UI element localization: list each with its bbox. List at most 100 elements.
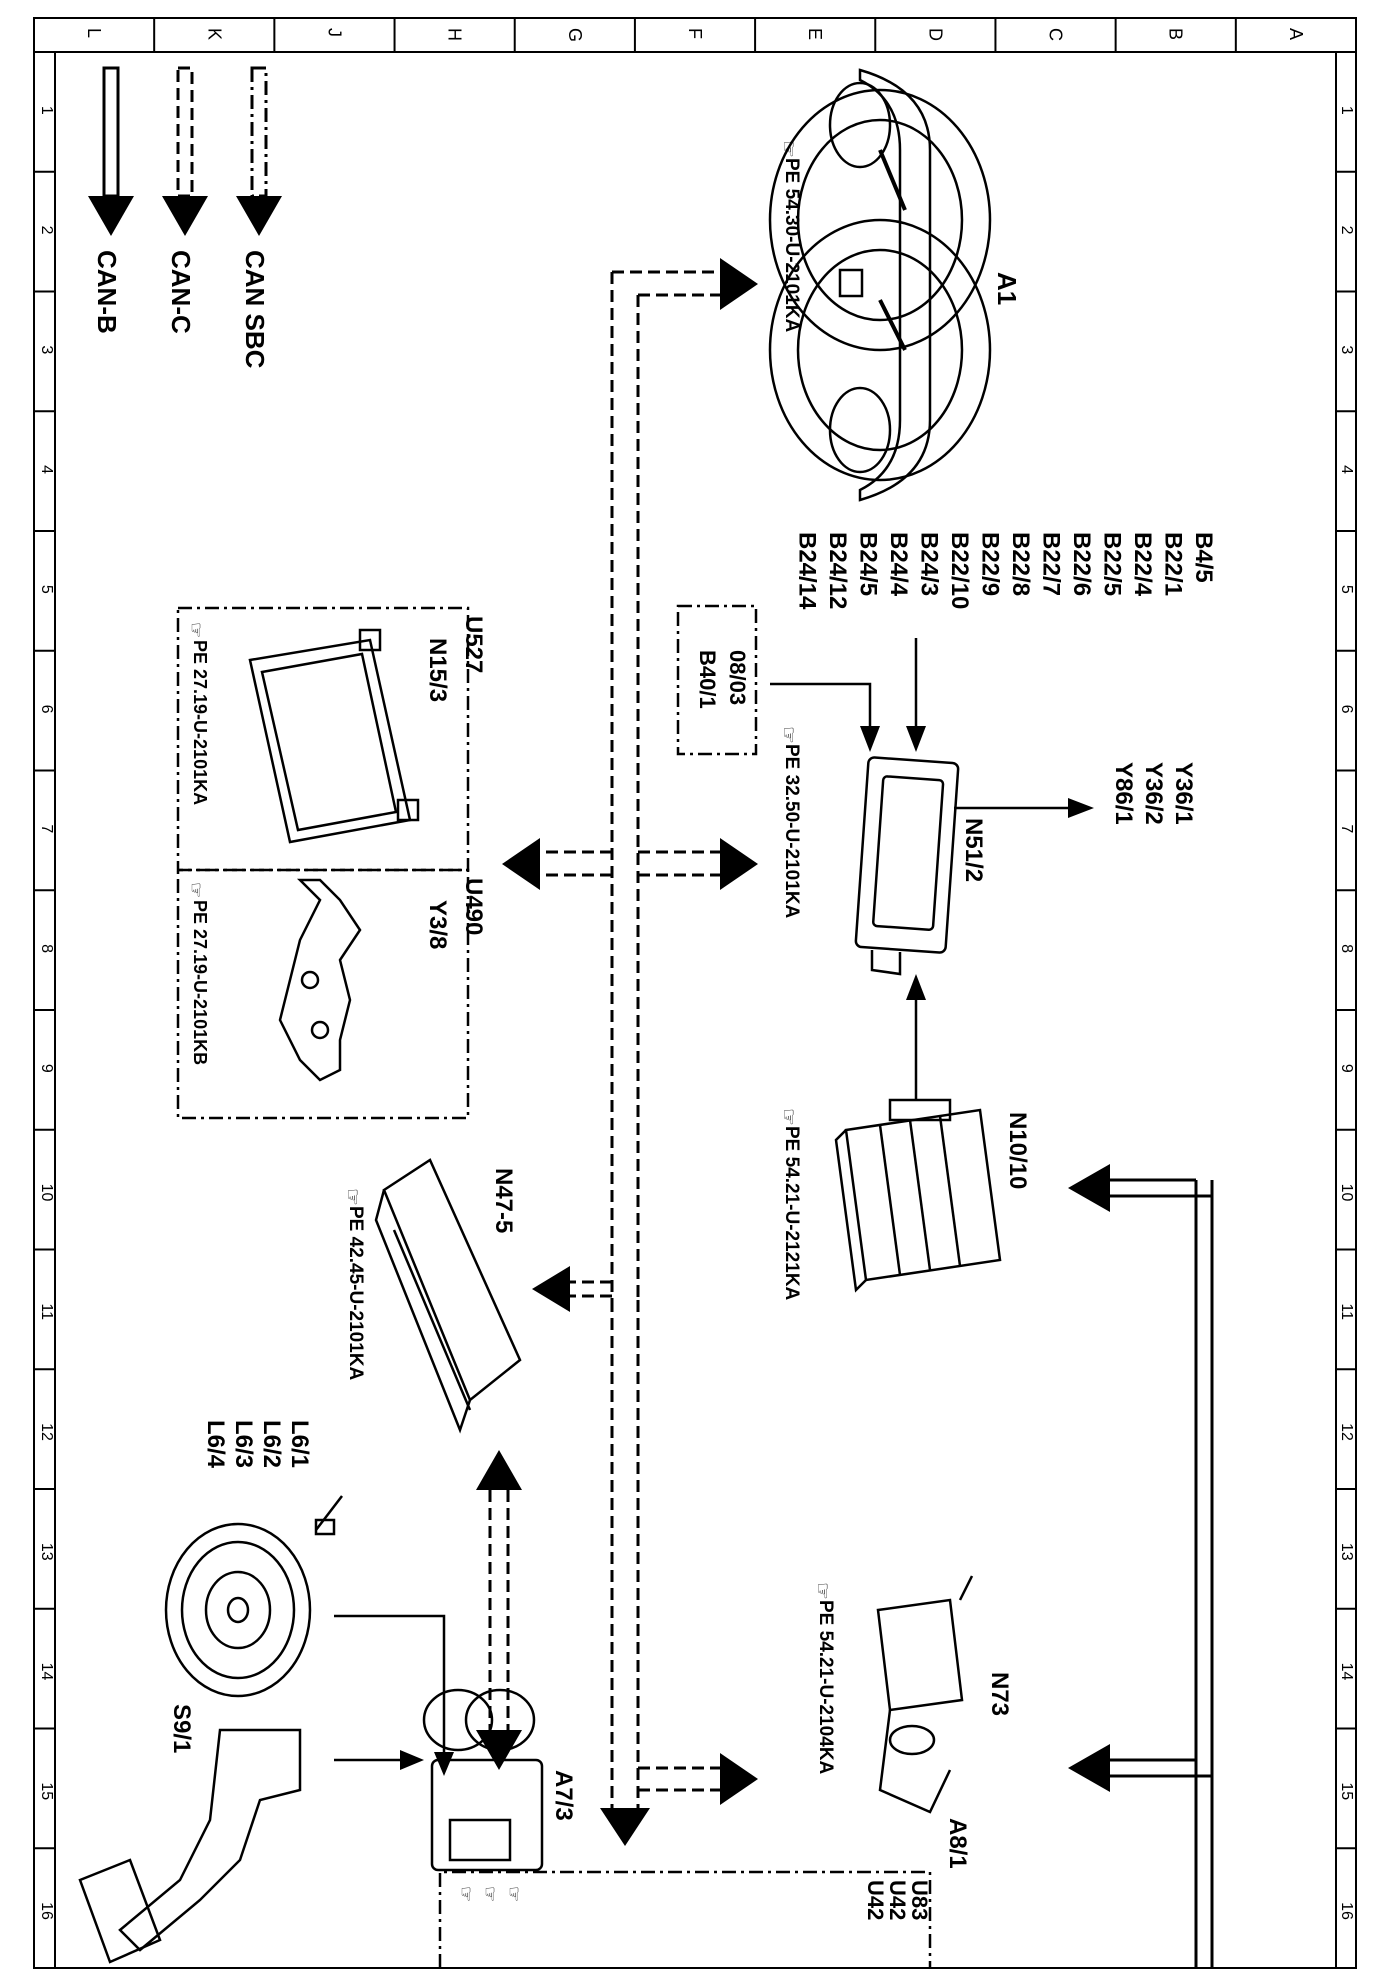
sensor-label: B22/1 bbox=[1160, 532, 1187, 596]
grid-letter-l: L bbox=[84, 28, 104, 38]
instrument-cluster-illustration bbox=[768, 68, 992, 502]
n51-signals bbox=[770, 638, 1068, 1100]
can-b-arrows bbox=[1068, 1164, 1110, 1792]
u527-code: U527 bbox=[460, 616, 487, 673]
grid-letter-j: J bbox=[324, 28, 344, 37]
n47-5-ref: PE 42.45-U-2101KA bbox=[345, 1206, 366, 1381]
y3-8-illustration bbox=[278, 878, 362, 1082]
grid-number-left-6: 6 bbox=[38, 705, 55, 714]
n47-5-ref-hand-icon: ☞ bbox=[341, 1188, 363, 1206]
grid-letter-h: H bbox=[445, 28, 465, 41]
u527-ref: PE 27.19-U-2101KA bbox=[190, 640, 210, 805]
sensor-label: B22/4 bbox=[1129, 532, 1156, 597]
grid-letter-e: E bbox=[805, 28, 825, 40]
a1-ref: PE 54.30-U-2101KA bbox=[781, 158, 802, 333]
sensor-label: B22/8 bbox=[1007, 532, 1034, 596]
sensor-label: B24/5 bbox=[855, 532, 882, 596]
wheel-sensor-illustration bbox=[164, 1495, 343, 1698]
wheel-sensor-list: L6/1L6/2L6/3L6/4 bbox=[202, 1420, 313, 1469]
grid-letter-a: A bbox=[1286, 28, 1306, 40]
grid-number-right-10: 10 bbox=[1338, 1184, 1355, 1202]
b40-1-date: 08/03 bbox=[725, 650, 750, 705]
bottom-hand-icon-3: ☞ bbox=[504, 1886, 524, 1902]
sensor-label: B22/5 bbox=[1099, 532, 1126, 596]
grid-number-right-7: 7 bbox=[1338, 824, 1355, 833]
n73-ref-hand-icon: ☞ bbox=[811, 1582, 833, 1600]
grid-letter-c: C bbox=[1046, 28, 1066, 41]
legend: CAN-B CAN-C CAN SBC bbox=[88, 66, 282, 369]
legend-label-can-c: CAN-C bbox=[166, 250, 196, 334]
a7-input-arrows bbox=[400, 1750, 454, 1776]
sensor-list: B4/5B22/1B22/4B22/5B22/6B22/7B22/8B22/9B… bbox=[794, 532, 1218, 610]
legend-can-c: CAN-C bbox=[162, 66, 208, 334]
wheel-sensor-label: L6/1 bbox=[286, 1420, 313, 1468]
grid-number-left-11: 11 bbox=[38, 1303, 55, 1320]
a7-3-label: A7/3 bbox=[550, 1770, 577, 1821]
sensor-label: B24/14 bbox=[794, 532, 821, 610]
grid-number-right-12: 12 bbox=[1338, 1423, 1355, 1441]
n10-10-illustration bbox=[834, 1098, 1002, 1293]
a1-ref-hand-icon: ☞ bbox=[777, 140, 799, 158]
n51-2-label: N51/2 bbox=[960, 818, 987, 882]
sensor-label: B22/6 bbox=[1068, 532, 1095, 596]
u527-ref-hand-icon: ☞ bbox=[186, 622, 206, 638]
grid-number-right-6: 6 bbox=[1338, 705, 1355, 714]
n15-3-label: N15/3 bbox=[424, 638, 451, 702]
u490-code: U490 bbox=[460, 878, 487, 935]
legend-label-can-sbc: CAN SBC bbox=[240, 250, 270, 369]
bottom-hand-icon-2: ☞ bbox=[480, 1886, 500, 1902]
n47-a7-link bbox=[476, 1450, 522, 1770]
bottom-box-code-3: U42 bbox=[863, 1880, 888, 1920]
n47-5-label: N47-5 bbox=[490, 1168, 517, 1233]
n73-ref: PE 54.21-U-2104KA bbox=[815, 1600, 836, 1775]
grid-number-left-10: 10 bbox=[38, 1184, 55, 1202]
wheel-sensor-label: L6/4 bbox=[202, 1420, 229, 1469]
grid-number-left-7: 7 bbox=[38, 824, 55, 833]
grid-number-right-5: 5 bbox=[1338, 585, 1355, 594]
diagram-frame bbox=[33, 17, 1357, 1969]
n15-3-illustration bbox=[248, 628, 420, 844]
sensor-label: B4/5 bbox=[1190, 532, 1217, 583]
grid-letter-b: B bbox=[1166, 28, 1186, 40]
grid-number-right-14: 14 bbox=[1338, 1663, 1355, 1681]
n51-2-ref-hand-icon: ☞ bbox=[777, 726, 799, 744]
grid-number-right-1: 1 bbox=[1338, 106, 1355, 115]
n51-2-illustration bbox=[854, 756, 960, 976]
a8-1-label: A8/1 bbox=[944, 1818, 971, 1869]
a7-3-illustration bbox=[422, 1688, 544, 1872]
grid-number-right-4: 4 bbox=[1338, 465, 1355, 474]
grid-number-left-12: 12 bbox=[38, 1423, 55, 1441]
n10-10-label: N10/10 bbox=[1004, 1112, 1031, 1189]
legend-can-sbc: CAN SBC bbox=[236, 66, 282, 369]
a1-label: A1 bbox=[992, 272, 1022, 305]
legend-label-can-b: CAN-B bbox=[92, 250, 122, 334]
n51-2-ref: PE 32.50-U-2101KA bbox=[781, 744, 802, 919]
grid-number-left-1: 1 bbox=[38, 106, 55, 115]
b40-1-label: B40/1 bbox=[695, 650, 720, 709]
u527-u490-box bbox=[176, 606, 470, 1120]
wheel-sensor-label: L6/2 bbox=[258, 1420, 285, 1468]
output-label: Y86/1 bbox=[1110, 762, 1137, 825]
grid-letter-k: K bbox=[204, 28, 224, 40]
sensor-label: B24/12 bbox=[824, 532, 851, 609]
grid-number-left-4: 4 bbox=[38, 465, 55, 474]
n10-10-ref-hand-icon: ☞ bbox=[777, 1108, 799, 1126]
legend-can-b: CAN-B bbox=[88, 66, 134, 334]
bottom-box-code-2: U42 bbox=[885, 1880, 910, 1920]
can-c-arrows bbox=[502, 258, 758, 1846]
can-c-bus bbox=[540, 270, 720, 1808]
grid-number-right-16: 16 bbox=[1338, 1902, 1355, 1920]
grid-number-left-14: 14 bbox=[38, 1663, 55, 1681]
n47-5-illustration bbox=[374, 1158, 522, 1434]
output-label: Y36/1 bbox=[1170, 762, 1197, 825]
s9-1-label: S9/1 bbox=[168, 1704, 195, 1753]
sensor-label: B24/3 bbox=[916, 532, 943, 596]
grid-number-right-9: 9 bbox=[1338, 1064, 1355, 1073]
n73-illustration bbox=[876, 1575, 974, 1814]
n51-signal-arrows bbox=[860, 726, 1094, 1000]
brake-pedal-illustration bbox=[78, 1728, 302, 1964]
sensor-label: B22/9 bbox=[977, 532, 1004, 596]
a7-inputs bbox=[334, 1614, 446, 1762]
